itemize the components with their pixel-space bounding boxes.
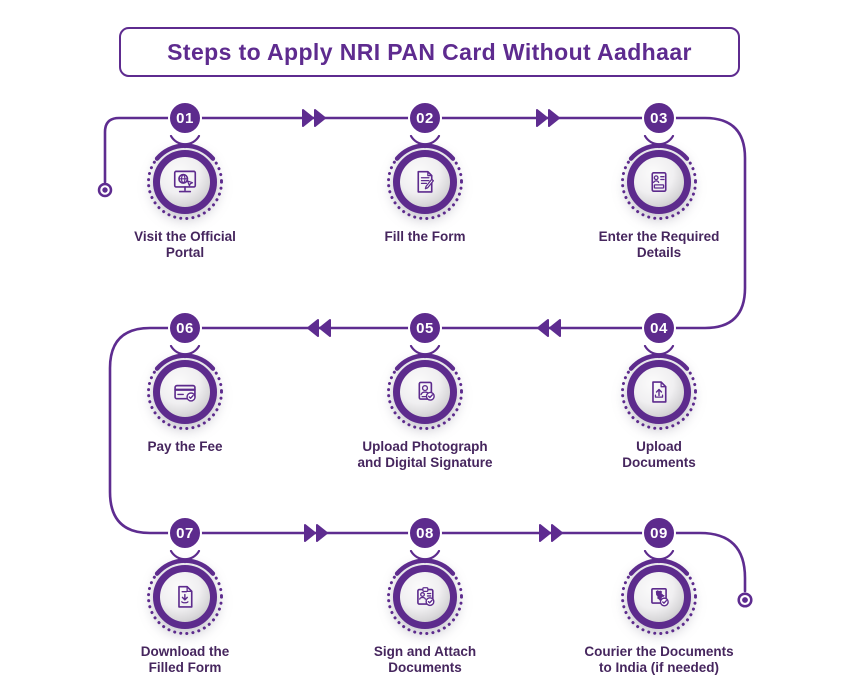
step-number-badge: 09 (642, 516, 676, 550)
id-card-details-icon (651, 171, 667, 193)
form-pencil-icon (417, 170, 434, 193)
step-6: 06 Pay the Fee (75, 311, 295, 486)
step-5: 05 Upload Photograph and Digital Signatu… (315, 311, 535, 486)
step-icon-circle (384, 141, 466, 223)
step-label: Visit the Official Portal (134, 229, 236, 261)
step-2: 02 Fill the Form (315, 101, 535, 276)
start-dot-icon (97, 182, 113, 198)
badge-arc-decoration (643, 345, 675, 359)
flow-line (103, 116, 747, 593)
step-number-badge: 07 (168, 516, 202, 550)
page-title: Steps to Apply NRI PAN Card Without Aadh… (167, 38, 692, 65)
step-label: Fill the Form (384, 229, 466, 244)
step-icon-circle (144, 351, 226, 433)
step-label: Pay the Fee (147, 439, 223, 454)
badge-arc-decoration (409, 550, 441, 564)
upload-document-icon (652, 381, 667, 403)
step-icon-circle (144, 141, 226, 223)
badge-arc-decoration (409, 345, 441, 359)
badge-arc-decoration (169, 550, 201, 564)
badge-arc-decoration (643, 135, 675, 149)
step-4: 04 Upload Documents (549, 311, 769, 486)
step-number-badge: 04 (642, 311, 676, 345)
badge-arc-decoration (409, 135, 441, 149)
step-icon-circle (618, 141, 700, 223)
step-7: 07 Download the Filled Form (75, 516, 295, 691)
step-1: 01 Visit the Official Portal (75, 101, 295, 276)
title-box: Steps to Apply NRI PAN Card Without Aadh… (119, 27, 740, 77)
india-map-check-icon (651, 588, 669, 607)
step-label: Courier the Documents to India (if neede… (584, 644, 734, 676)
step-icon-circle (144, 556, 226, 638)
step-number-badge: 01 (168, 101, 202, 135)
step-label: Upload Photograph and Digital Signature (357, 439, 493, 471)
end-dot-icon (737, 592, 753, 608)
step-label: Upload Documents (622, 439, 696, 471)
credit-card-check-icon (174, 384, 196, 402)
step-icon-circle (618, 556, 700, 638)
sign-attach-check-icon (417, 587, 435, 607)
step-number-badge: 03 (642, 101, 676, 135)
badge-arc-decoration (169, 135, 201, 149)
step-icon-circle (384, 351, 466, 433)
monitor-globe-icon (173, 170, 197, 193)
step-icon-circle (618, 351, 700, 433)
step-label: Enter the Required Details (598, 229, 720, 261)
step-8: 08 Sign and Attach Documents (315, 516, 535, 691)
photo-signature-check-icon (418, 381, 435, 401)
step-3: 03 Enter the Required Details (549, 101, 769, 276)
badge-arc-decoration (643, 550, 675, 564)
step-number-badge: 08 (408, 516, 442, 550)
step-9: 09 Courier the Documents to India (if ne… (549, 516, 769, 691)
step-number-badge: 05 (408, 311, 442, 345)
step-number-badge: 02 (408, 101, 442, 135)
badge-arc-decoration (169, 345, 201, 359)
step-icon-circle (384, 556, 466, 638)
step-label: Sign and Attach Documents (373, 644, 477, 676)
download-document-icon (178, 585, 193, 608)
step-label: Download the Filled Form (140, 644, 230, 676)
step-number-badge: 06 (168, 311, 202, 345)
